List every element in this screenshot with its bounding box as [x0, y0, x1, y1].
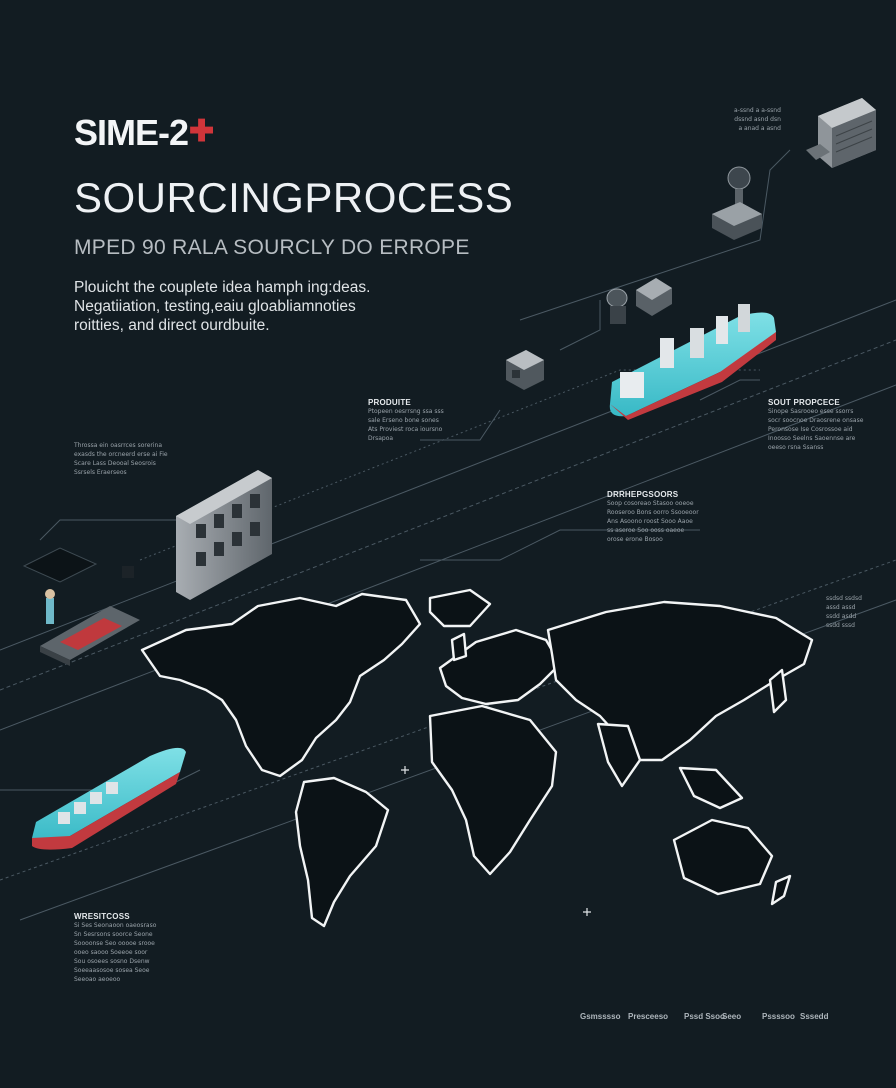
label-line: Scare Lass Deooal Seosrois	[74, 460, 156, 467]
map-australia	[672, 818, 774, 896]
map-japan	[768, 668, 788, 714]
map-asia	[546, 600, 814, 762]
label-heading: DRRHEPGSOORS	[607, 490, 679, 499]
label-line: ssdd asdd	[826, 613, 857, 620]
label-line: Throssa ein oasrrces sorerina	[74, 442, 163, 449]
label-line: Sn Sesrsons soorce Seone	[74, 931, 153, 938]
world-map-graphic	[140, 588, 814, 928]
map-india	[596, 722, 642, 788]
label-bottom: WRESITCOSS Si Ses Seonaoon oaeosraso Sn …	[74, 912, 156, 984]
label-heading: SOUT PROPCECE	[768, 398, 840, 407]
brand-name: SIME-2	[74, 112, 189, 153]
cargo-ship-left-graphic	[32, 747, 186, 850]
map-africa	[428, 704, 558, 876]
label-line: Ssrsels Eraerseos	[74, 469, 127, 476]
label-produce: PRODUITE Ptopeen oesrrsng ssa sss sale E…	[368, 398, 444, 443]
footer-logo: Pssd Ssoo	[684, 1012, 725, 1021]
brand-logo: SIME-2✚	[74, 112, 214, 154]
label-line: Seeoao aeoeoo	[74, 976, 121, 983]
conveyor-platform-graphic	[40, 589, 140, 666]
label-left: Throssa ein oasrrces sorerina exasds the…	[74, 441, 168, 477]
label-line: exasds the orcneerd erse ai Fie	[74, 451, 168, 458]
label-line: a anad a asnd	[738, 125, 781, 132]
warehouse-building-graphic	[176, 470, 272, 600]
label-line: Sou osoees sosno Dsenw	[74, 958, 150, 965]
label-line: dssnd asnd dsn	[734, 116, 781, 123]
label-line: socr soocnoe Draosrene onsase	[768, 417, 864, 424]
label-line: ssdd sssd	[826, 622, 855, 629]
footer-logo: Seeo	[722, 1012, 742, 1021]
footer-logo: Gsmsssso	[580, 1012, 621, 1021]
label-line: assd assd	[826, 604, 856, 611]
label-line: a-ssnd a a-ssnd	[734, 107, 781, 114]
map-europe	[438, 628, 562, 706]
label-line: Sinope Sasrooeo esse ssorrs	[768, 408, 854, 415]
intro-line: Plouicht the couplete idea hamph ing:dea…	[74, 279, 371, 296]
map-uk	[450, 632, 468, 662]
footer-logo: Sssedd	[800, 1012, 829, 1021]
footer-logo: Pssssoo	[762, 1012, 795, 1021]
label-line: Peronsose Ise Cosrossoe aid	[768, 426, 853, 433]
label-line: Rooseroo Bons oorro Ssooeoor	[607, 509, 699, 516]
intro-line: roitties, and direct ourdbuite.	[74, 317, 270, 334]
label-line: Inoosso Seelns Saoennse are	[768, 435, 856, 442]
intro-text: Plouicht the couplete idea hamph ing:dea…	[74, 278, 394, 335]
label-right: SOUT PROPCECE Sinope Sasrooeo esse ssorr…	[768, 398, 863, 452]
label-line: ss aseroe Soo ooss oaeoe	[607, 527, 685, 534]
desk-device-graphic	[22, 547, 134, 583]
label-heading: PRODUITE	[368, 398, 411, 407]
map-se-asia	[678, 766, 744, 810]
map-marker-icons	[401, 766, 591, 916]
page-title: SOURCINGPROCESS	[74, 174, 514, 221]
label-line: sale Erseno bone sones	[368, 417, 439, 424]
label-line: orose erone Bosoo	[607, 536, 663, 543]
machine-globe-graphic	[712, 166, 762, 240]
control-box-graphic	[506, 350, 544, 390]
label-heading: WRESITCOSS	[74, 912, 130, 921]
map-south-america	[294, 776, 390, 928]
label-middle: DRRHEPGSOORS Soop cosoreao Stasoo ooeoe …	[607, 490, 699, 544]
label-line: Soooonse Seo ooooe srooe	[74, 940, 155, 947]
label-line: ssdsd ssdsd	[826, 595, 862, 602]
label-line: Ptopeen oesrrsng ssa sss	[368, 408, 444, 415]
label-line: Drsapoa	[368, 435, 394, 442]
map-north-america	[140, 592, 422, 778]
intro-line: Negatiiation, testing,eaiu gloabliamnoti…	[74, 298, 356, 315]
label-top-right: a-ssnd a a-ssnd dssnd asnd dsn a anad a …	[734, 106, 781, 133]
label-line: ooeo saooo Soeeoe soor	[74, 949, 148, 956]
label-line: Soop cosoreao Stasoo ooeoe	[607, 500, 694, 507]
cargo-ship-right-graphic	[609, 304, 776, 420]
label-line: Si Ses Seonaoon oaeosraso	[74, 922, 157, 929]
footer-logo: Presceeso	[628, 1012, 669, 1021]
brand-mark-icon: ✚	[189, 115, 214, 148]
label-far-right: ssdsd ssdsd assd assd ssdd asdd ssdd sss…	[826, 594, 862, 630]
label-line: oeeso rsna Ssanss	[768, 444, 824, 451]
map-greenland	[428, 588, 492, 628]
map-new-zealand	[770, 874, 792, 906]
label-line: Ats Proviest roca ioursno	[368, 426, 443, 433]
pipe-fitting-graphic	[606, 278, 672, 324]
page-subtitle: MPED 90 RALA SOURCLY DO ERROPE	[74, 236, 470, 259]
label-line: Soeeaasosoe sosea Seoe	[74, 967, 150, 974]
label-line: Ans Asoono roost Sooo Aaoe	[607, 518, 693, 525]
server-unit-graphic	[806, 98, 876, 168]
